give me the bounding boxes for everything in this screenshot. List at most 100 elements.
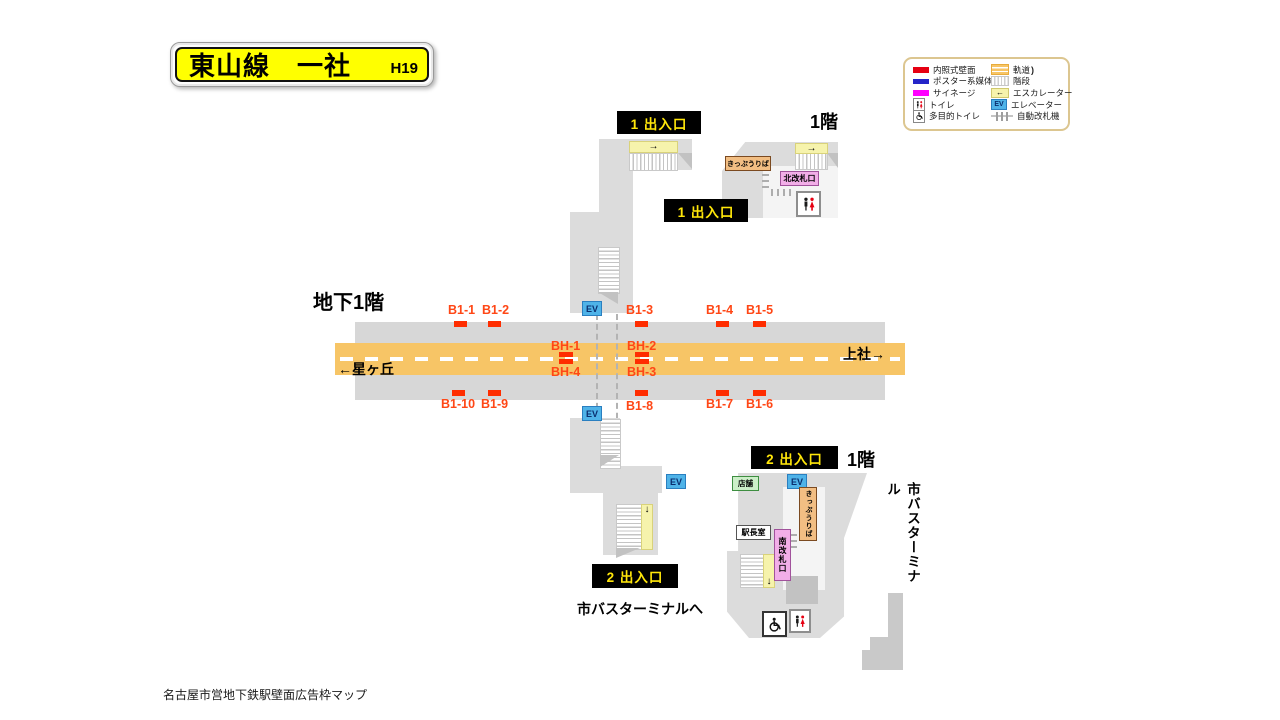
ad-spot-bar — [559, 359, 573, 364]
ticket-gate-icon — [771, 189, 793, 196]
legend-item-elevator: EV エレベーター — [991, 98, 1073, 111]
ad-spot-label: B1-7 — [706, 397, 734, 411]
ticket-gate-icon — [991, 111, 1013, 121]
direction-west-label: ←星ヶ丘 — [338, 361, 394, 377]
legend-label: 自動改札機 — [1017, 111, 1060, 122]
legend-label: ポスター系媒体 — [933, 76, 993, 87]
legend-right-column: 軌道 階段 エスカレーター EV エレベーター 自動改札機 — [991, 64, 1073, 122]
track-chip-icon — [991, 64, 1009, 76]
exit2-label-south: 2 出入口 — [751, 446, 838, 469]
ad-spot-label: B1-5 — [746, 303, 774, 317]
legend-item-ticket-gates: 自動改札機 — [991, 110, 1073, 122]
ad-spot-bar — [635, 359, 649, 364]
ad-spot-label: B1-9 — [481, 397, 509, 411]
platform-south — [355, 375, 885, 400]
toilet-icon — [796, 191, 821, 217]
stairs-exit2 — [616, 504, 642, 550]
legend-label: 内照式壁面 — [933, 64, 976, 75]
ad-spot-bar — [488, 390, 501, 396]
legend-label: 階段 — [1013, 76, 1031, 87]
escalator-north-exit — [795, 143, 828, 154]
floor-b1-label: 地下1階 — [313, 292, 385, 314]
elevator-icon: EV — [991, 98, 1007, 111]
legend-label: 軌道 — [1013, 64, 1031, 75]
track-centerline — [340, 357, 900, 361]
blue-chip-icon — [913, 78, 929, 85]
platform-north — [355, 322, 885, 343]
station-title-badge: 東山線 一社 H19 — [170, 42, 434, 87]
ad-spot-label: BH-1 — [551, 339, 581, 353]
ad-spot-bar — [753, 321, 766, 327]
escalator-chip-icon — [991, 87, 1009, 98]
ad-spot-bar — [716, 321, 729, 327]
exit1-label-mid: 1 出入口 — [664, 199, 748, 222]
legend-item-poster-media: ポスター系媒体 — [913, 76, 993, 88]
station-title-inner: 東山線 一社 H19 — [175, 47, 429, 82]
legend-item-toilet: トイレ — [913, 98, 993, 112]
bus-terminal-steps-shape — [862, 593, 903, 670]
north-gate-label: 北改札口 — [780, 171, 819, 186]
ad-spot-label: BH-4 — [551, 365, 581, 379]
ad-spot-label: BH-3 — [627, 365, 657, 379]
ad-spot-label: B1-4 — [706, 303, 734, 317]
concourse-boundary-dashed-line — [596, 314, 598, 478]
ad-spot-label: B1-2 — [482, 303, 510, 317]
ticket-office-south: きっぷうりば — [799, 487, 817, 541]
red-chip-icon — [913, 67, 929, 73]
elevator-exit2: EV — [666, 474, 686, 489]
ticket-gate-icon — [762, 168, 769, 192]
bus-terminal-label: 市バスターミナル — [885, 482, 920, 584]
floor-1f-north-label: 1階 — [810, 112, 839, 132]
wheelchair-icon — [913, 109, 925, 123]
ad-spot-bar — [753, 390, 766, 396]
station-code: H19 — [390, 60, 418, 77]
ad-spot-label: B1-3 — [626, 303, 654, 317]
ad-spot-label: B1-6 — [746, 397, 774, 411]
concourse-boundary-dashed-line — [616, 314, 618, 478]
exit1-corridor-neck — [599, 168, 633, 216]
elevator-exit2-surface: EV — [787, 474, 807, 489]
legend: 内照式壁面 ポスター系媒体 サイネージ トイレ 多目的トイレ — [903, 57, 1073, 131]
exit1-label-top: 1 出入口 — [617, 111, 701, 134]
exit2-label-west: 2 出入口 — [592, 564, 678, 588]
ticket-office-north: きっぷうりば — [725, 156, 771, 171]
ad-spot-label: B1-1 — [448, 303, 476, 317]
ad-spot-bar — [454, 321, 467, 327]
ticket-gate-icon — [790, 534, 797, 550]
legend-label: エレベーター — [1011, 99, 1063, 110]
direction-east-label: 上社→ — [843, 346, 885, 362]
map-caption: 名古屋市営地下鉄駅壁面広告枠マップ — [163, 688, 368, 702]
stairs-north-exit — [795, 153, 828, 170]
stairs-exit1 — [629, 153, 678, 171]
ad-spot-bar — [452, 390, 465, 396]
toilet-icon — [789, 609, 811, 633]
ad-spot-bar — [635, 321, 648, 327]
stairs-exit2-surface — [740, 554, 764, 588]
to-bus-terminal-label: 市バスターミナルへ — [577, 601, 703, 617]
wheelchair-icon — [762, 611, 787, 637]
legend-label: サイネージ — [933, 87, 976, 98]
legend-item-illuminated-wall: 内照式壁面 — [913, 64, 993, 76]
legend-label: エスカレーター — [1013, 87, 1073, 98]
station-office-label: 駅長室 — [736, 525, 771, 540]
south-gate-label: 南改札口 — [774, 529, 791, 581]
concourse-south-wide — [570, 466, 662, 493]
ad-spot-bar — [635, 390, 648, 396]
elevator-south: EV — [582, 406, 602, 421]
legend-item-signage: サイネージ — [913, 87, 993, 99]
ad-spot-bar — [559, 352, 573, 357]
ad-spot-bar — [635, 352, 649, 357]
stairs-wedge — [616, 548, 640, 558]
ad-spot-bar — [488, 321, 501, 327]
escalator-down-exit2 — [641, 504, 653, 550]
legend-label: 多目的トイレ — [929, 111, 981, 122]
elevator-north: EV — [582, 301, 602, 316]
stairs-chip-icon — [991, 76, 1009, 87]
station-title: 東山線 一社 — [189, 51, 352, 81]
ad-spot-bar — [716, 390, 729, 396]
legend-item-stairs: 階段 — [991, 76, 1073, 88]
magenta-chip-icon — [913, 90, 929, 96]
escalator-up-exit1 — [629, 141, 678, 153]
shop-label: 店舗 — [732, 476, 759, 491]
